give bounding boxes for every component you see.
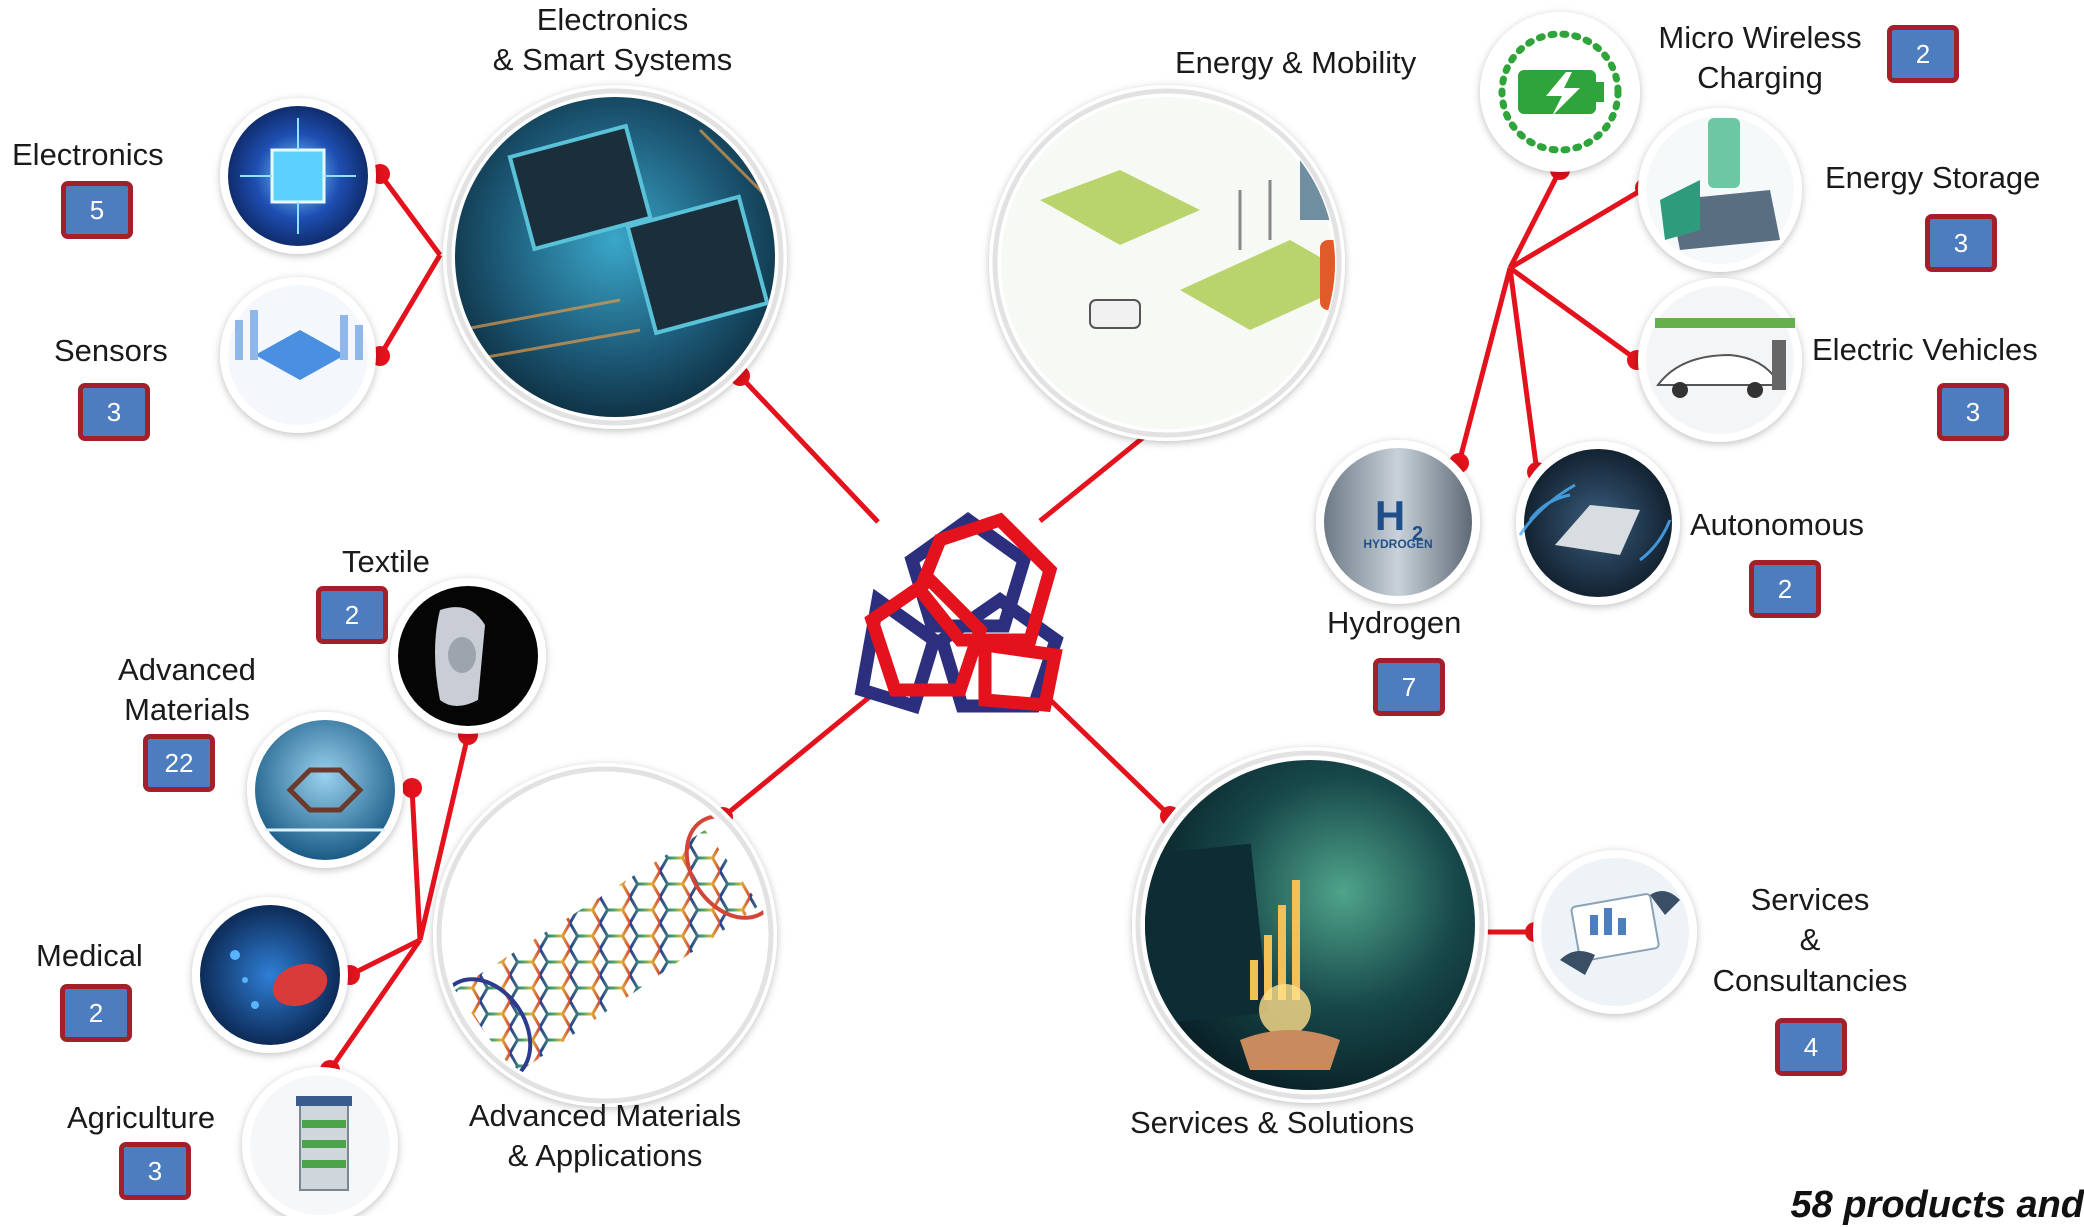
count-badge-advanced-materials: 22 [143,734,215,792]
autonomous-image [1516,441,1680,605]
hub-title-electronics: Electronics & Smart Systems [460,0,765,81]
hub-title-services: Services & Solutions [1130,1103,1414,1143]
products-footnote: 58 products and [1791,1184,2084,1227]
hub-title-materials: Advanced Materials & Applications [425,1096,785,1177]
label-medical: Medical [36,936,143,976]
agriculture-image [242,1067,398,1216]
label-agriculture: Agriculture [67,1098,215,1138]
count-badge-textile: 2 [316,586,388,644]
materials-hub-image [421,763,796,1107]
count-badge-medical: 2 [60,984,132,1042]
electric-vehicles-image [1638,278,1802,442]
count-badge-energy-storage: 3 [1925,214,1997,272]
sensors-image [220,277,376,433]
center-logo [862,520,1056,706]
svg-text:HYDROGEN: HYDROGEN [1363,537,1432,551]
label-services-consultancies: Services & Consultancies [1690,880,1930,1001]
count-badge-micro-wireless-charging: 2 [1887,25,1959,83]
label-electric-vehicles: Electric Vehicles [1812,330,2038,370]
count-badge-sensors: 3 [78,383,150,441]
wireless-charging-image [1480,12,1640,172]
hydrogen-image: H 2 HYDROGEN [1316,440,1480,604]
label-energy-storage: Energy Storage [1825,158,2040,198]
count-badge-agriculture: 3 [119,1142,191,1200]
label-sensors: Sensors [54,331,168,371]
hydrogen-icon-text: H [1375,492,1405,539]
hub-title-energy: Energy & Mobility [1175,43,1416,83]
count-badge-autonomous: 2 [1749,560,1821,618]
count-badge-electronics: 5 [61,181,133,239]
advanced-materials-image [247,712,403,868]
label-micro-wireless-charging: Micro Wireless Charging [1645,18,1875,99]
count-badge-electric-vehicles: 3 [1937,383,2009,441]
energy-storage-image [1638,108,1802,272]
label-advanced-materials: Advanced Materials [92,650,282,731]
textile-image [390,578,546,734]
label-hydrogen: Hydrogen [1327,603,1461,643]
energy-hub-image [989,85,1470,441]
label-textile: Textile [342,542,430,582]
services-hub-image [1121,747,1488,1103]
count-badge-hydrogen: 7 [1373,658,1445,716]
electronics-image [220,98,376,254]
label-electronics: Electronics [12,135,164,175]
label-autonomous: Autonomous [1690,505,1864,545]
consultancies-image [1533,850,1697,1014]
count-badge-services-consultancies: 4 [1775,1018,1847,1076]
electronics-hub-image [443,85,787,429]
medical-image [192,897,348,1053]
